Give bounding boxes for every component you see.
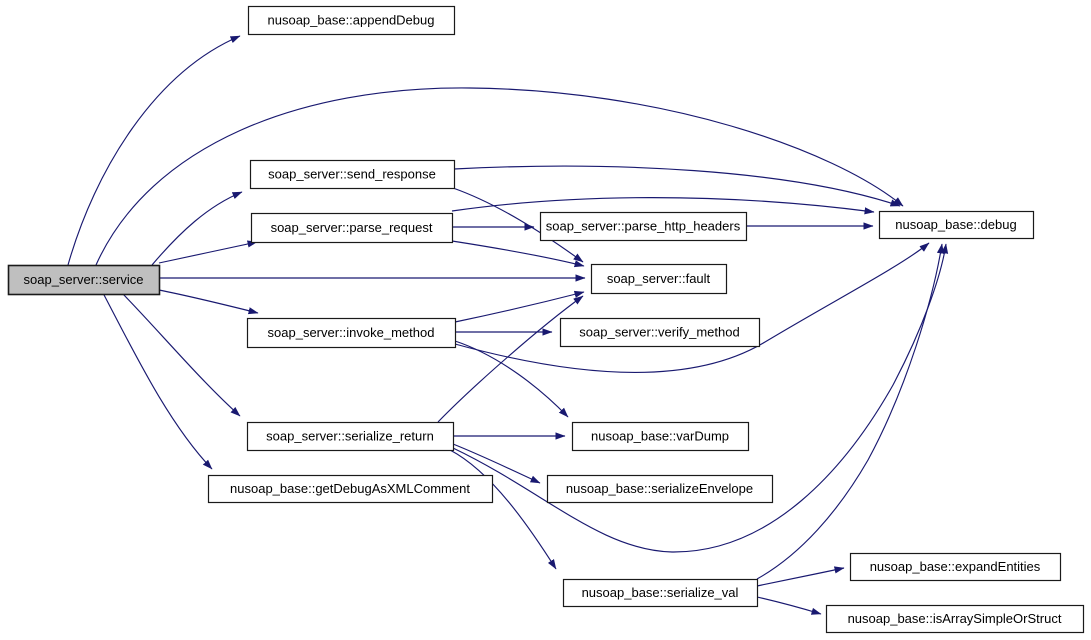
edge-service-to-invoke_method — [158, 289, 259, 315]
node-box-parse_http_headers[interactable] — [539, 211, 748, 242]
edge-serialize_return-to-serializeEnvelope — [452, 443, 541, 484]
edge-invoke_method-to-fault — [454, 290, 585, 323]
edge-serialize_return-to-fault — [437, 295, 584, 423]
node-parse_http_headers[interactable]: soap_server::parse_http_headers — [539, 211, 748, 242]
node-box-fault[interactable] — [590, 263, 728, 295]
node-appendDebug[interactable]: nusoap_base::appendDebug — [247, 5, 456, 36]
node-serialize_val[interactable]: nusoap_base::serialize_val — [562, 578, 759, 608]
node-box-expandEntities[interactable] — [849, 552, 1062, 582]
edge-parse_request-to-fault — [451, 240, 585, 268]
edge-service-to-serialize_return — [121, 292, 241, 417]
node-box-serialize_return[interactable] — [246, 421, 455, 452]
edge-serialize_val-to-debug — [756, 243, 945, 580]
node-fault[interactable]: soap_server::fault — [590, 263, 728, 295]
edge-send_response-to-fault — [452, 187, 584, 263]
node-box-serialize_val[interactable] — [562, 578, 759, 608]
node-box-verify_method[interactable] — [559, 317, 761, 348]
node-serializeEnvelope[interactable]: nusoap_base::serializeEnvelope — [546, 474, 774, 504]
edge-service-to-parse_request — [158, 240, 258, 264]
edge-serialize_return-to-debug — [452, 243, 949, 553]
node-box-varDump[interactable] — [571, 421, 750, 452]
node-debug[interactable]: nusoap_base::debug — [878, 210, 1035, 240]
node-parse_request[interactable]: soap_server::parse_request — [250, 212, 454, 244]
node-box-invoke_method[interactable] — [246, 317, 457, 349]
edge-invoke_method-to-debug — [454, 242, 930, 373]
node-box-debug[interactable] — [878, 210, 1035, 240]
node-box-send_response[interactable] — [249, 159, 456, 190]
node-serialize_return[interactable]: soap_server::serialize_return — [246, 421, 455, 452]
node-box-parse_request[interactable] — [250, 212, 454, 244]
edge-service-to-getDebugAsXMLComment — [102, 292, 213, 470]
edge-parse_request-to-debug — [451, 197, 875, 215]
edge-serialize_val-to-isArraySimpleOrStruct — [756, 596, 822, 615]
node-invoke_method[interactable]: soap_server::invoke_method — [246, 317, 457, 349]
edge-send_response-to-debug — [453, 165, 901, 207]
node-getDebugAsXMLComment[interactable]: nusoap_base::getDebugAsXMLComment — [207, 474, 494, 504]
node-box-service[interactable] — [7, 264, 161, 296]
node-box-serializeEnvelope[interactable] — [546, 474, 774, 504]
edge-service-to-send_response — [151, 191, 243, 266]
edge-serialize_return-to-serialize_val — [449, 449, 557, 570]
edge-service-to-appendDebug — [67, 35, 241, 266]
edge-invoke_method-to-varDump — [454, 340, 569, 418]
node-box-appendDebug[interactable] — [247, 5, 456, 36]
node-varDump[interactable]: nusoap_base::varDump — [571, 421, 750, 452]
node-verify_method[interactable]: soap_server::verify_method — [559, 317, 761, 348]
node-send_response[interactable]: soap_server::send_response — [249, 159, 456, 190]
edge-service-to-debug — [95, 87, 904, 266]
node-service[interactable]: soap_server::service — [7, 264, 161, 296]
node-isArraySimpleOrStruct[interactable]: nusoap_base::isArraySimpleOrStruct — [825, 604, 1085, 634]
node-expandEntities[interactable]: nusoap_base::expandEntities — [849, 552, 1062, 582]
node-box-isArraySimpleOrStruct[interactable] — [825, 604, 1085, 634]
node-box-getDebugAsXMLComment[interactable] — [207, 474, 494, 504]
edge-serialize_val-to-expandEntities — [756, 566, 845, 587]
